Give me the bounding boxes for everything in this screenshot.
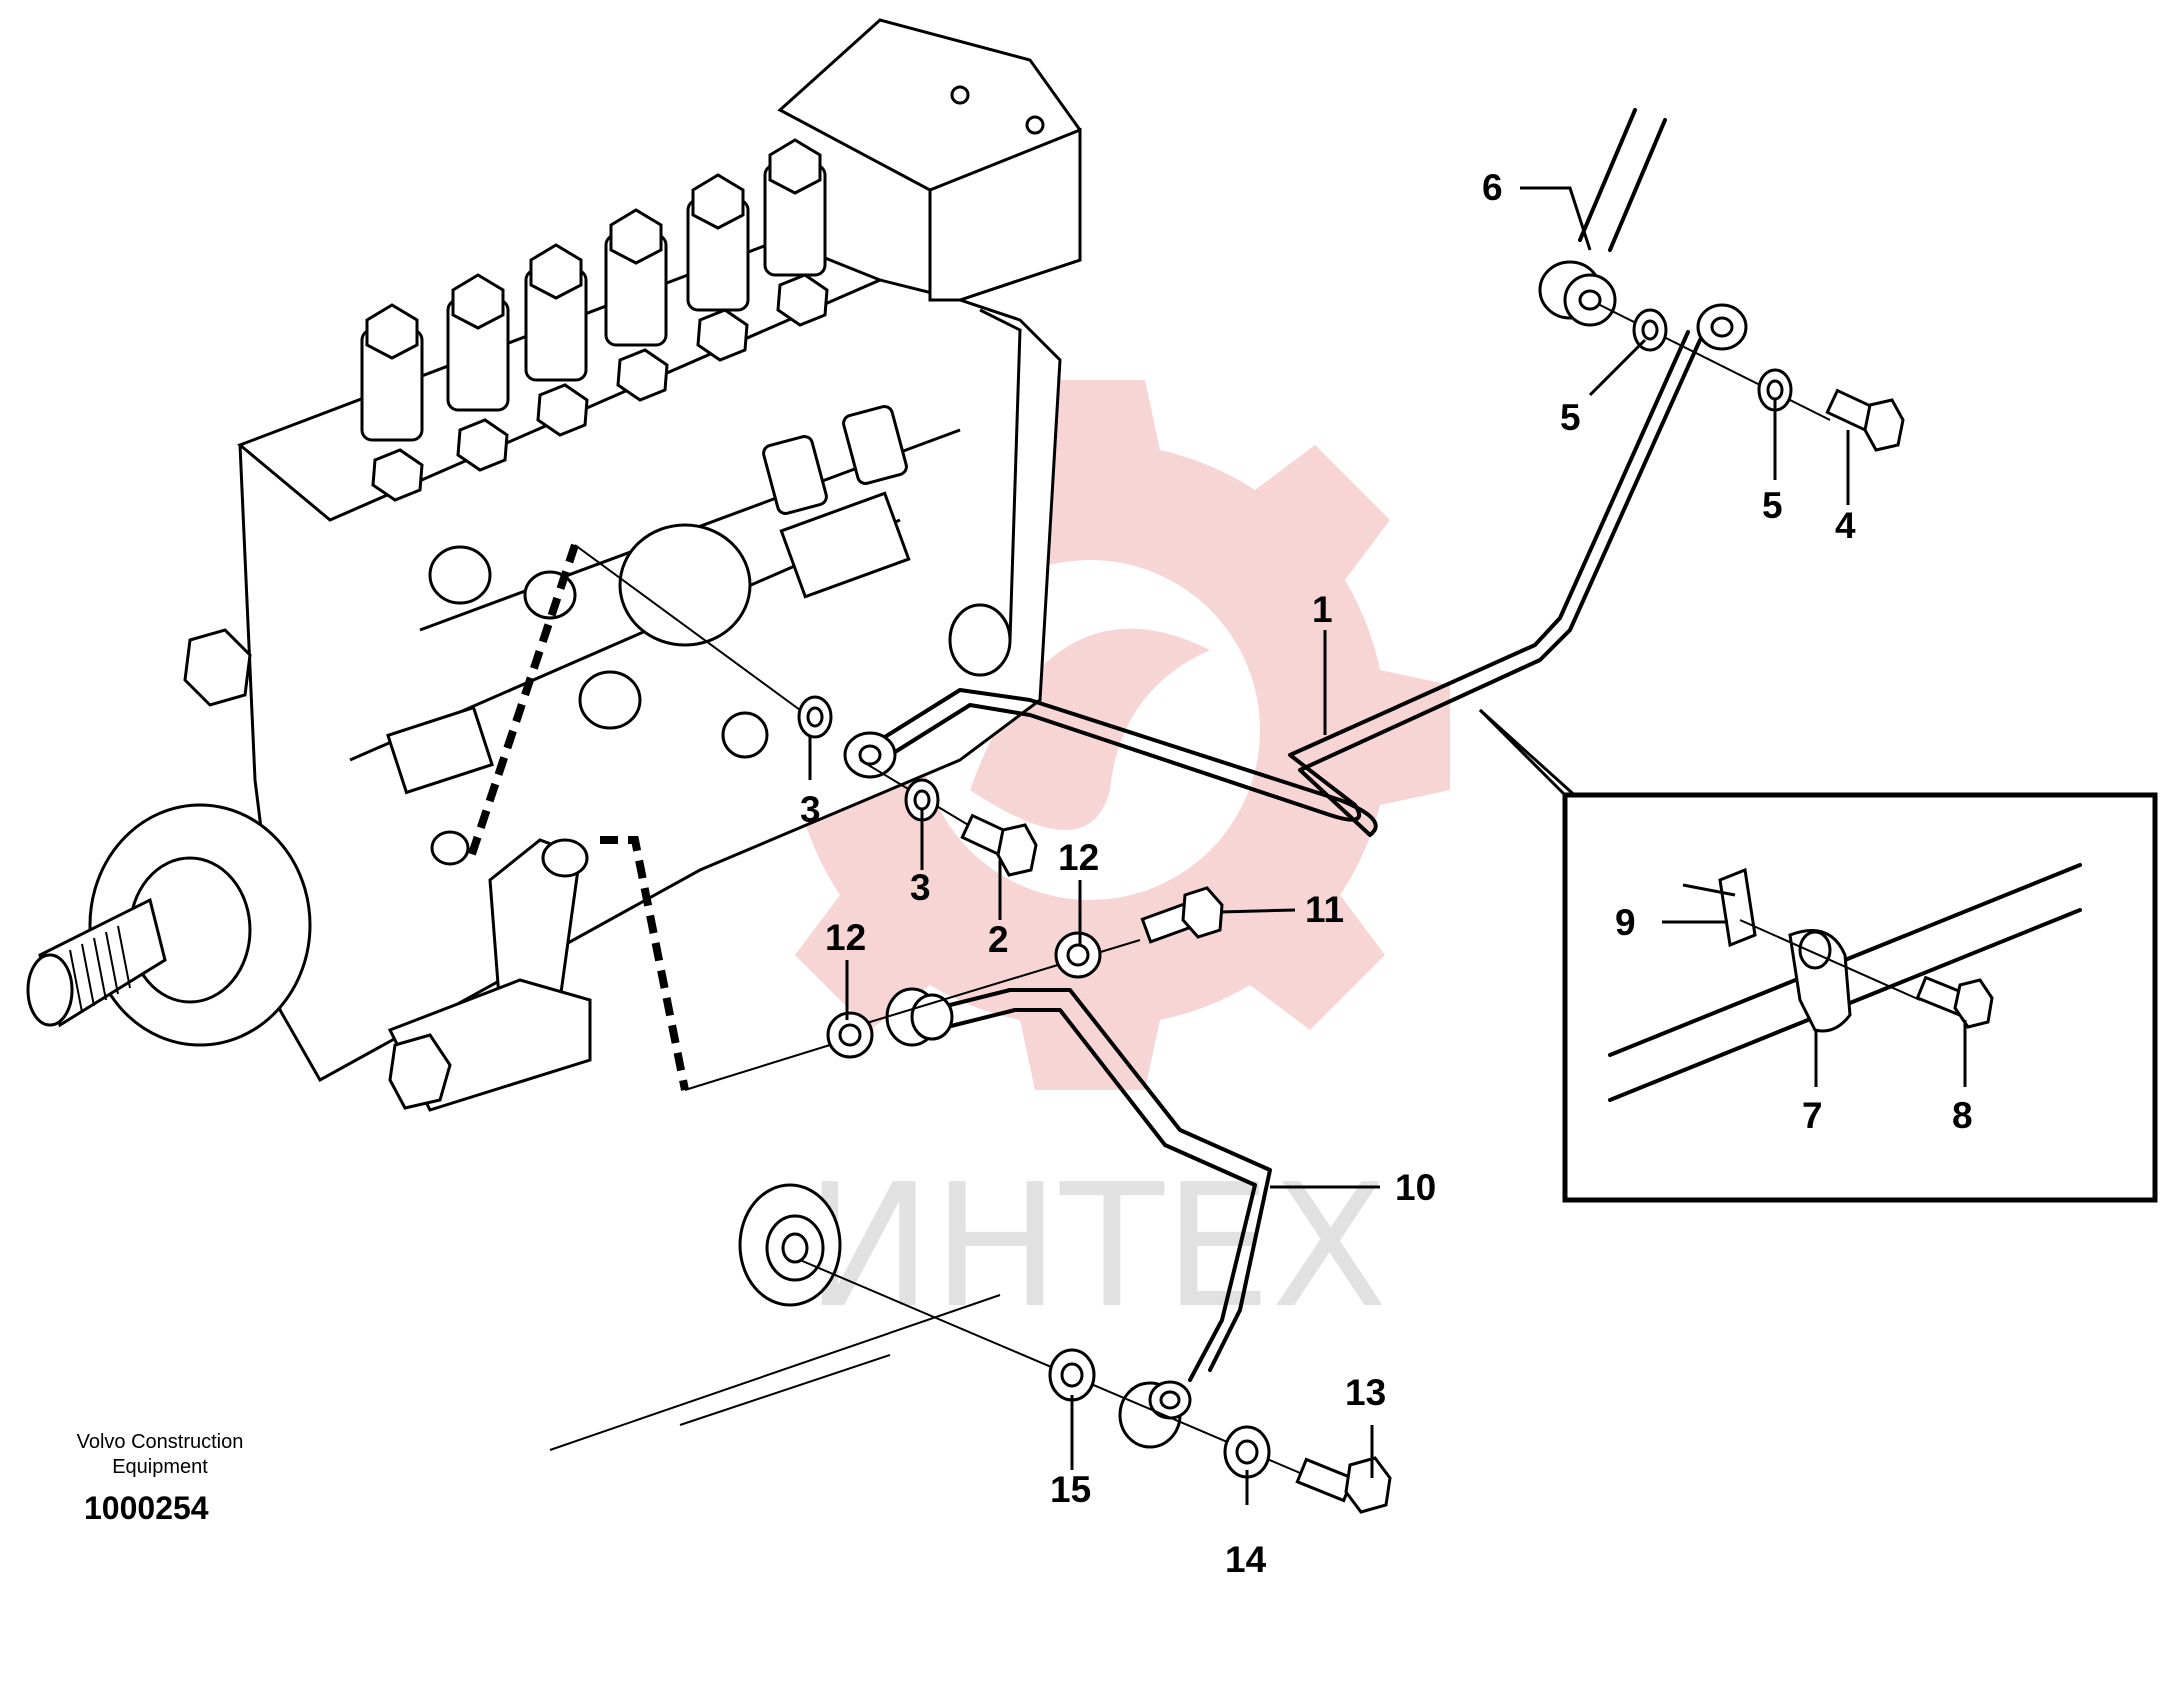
- callout-13: 13: [1345, 1372, 1386, 1413]
- callout-7: 7: [1802, 1095, 1823, 1136]
- callout-1: 1: [1312, 589, 1333, 630]
- mid-fasteners: [826, 886, 1224, 1059]
- leader-lines: [808, 186, 1967, 1505]
- callout-12a: 12: [1058, 837, 1099, 878]
- shaft-threads: [69, 925, 131, 1013]
- fuel-pipe-1: [843, 303, 1748, 837]
- return-pipe-6: [1538, 108, 1667, 327]
- callout-11: 11: [1305, 889, 1344, 930]
- callout-9: 9: [1615, 902, 1636, 943]
- callout-6: 6: [1482, 167, 1503, 208]
- callouts: 1 2 3 3 4 5 5 6 7 8 9 10 11 12 12 13 14 …: [800, 167, 1973, 1580]
- callout-8: 8: [1952, 1095, 1973, 1136]
- watermark-text: ИНТЕХ: [805, 1148, 1388, 1346]
- callout-5b: 5: [1762, 485, 1783, 526]
- detail-inset: [1478, 708, 2158, 1203]
- callout-3a: 3: [800, 789, 821, 830]
- company-name-text: Volvo Construction Equipment: [76, 1431, 244, 1478]
- callout-12b: 12: [825, 917, 866, 958]
- company-name: Volvo Construction Equipment: [40, 1430, 280, 1480]
- callout-3b: 3: [910, 867, 931, 908]
- callout-4: 4: [1835, 505, 1856, 546]
- pump-fasteners: [797, 695, 1038, 877]
- delivery-valve-holders: [360, 138, 908, 515]
- callout-2: 2: [988, 919, 1009, 960]
- dashed-route-lower: [600, 836, 689, 1091]
- callout-14: 14: [1225, 1539, 1267, 1580]
- callout-5a: 5: [1560, 397, 1581, 438]
- drawing-number: 1000254: [84, 1490, 209, 1526]
- callout-15: 15: [1050, 1469, 1091, 1510]
- upper-right-fasteners: [1599, 304, 1905, 452]
- callout-10: 10: [1395, 1167, 1436, 1208]
- lower-fasteners: [549, 1183, 1392, 1514]
